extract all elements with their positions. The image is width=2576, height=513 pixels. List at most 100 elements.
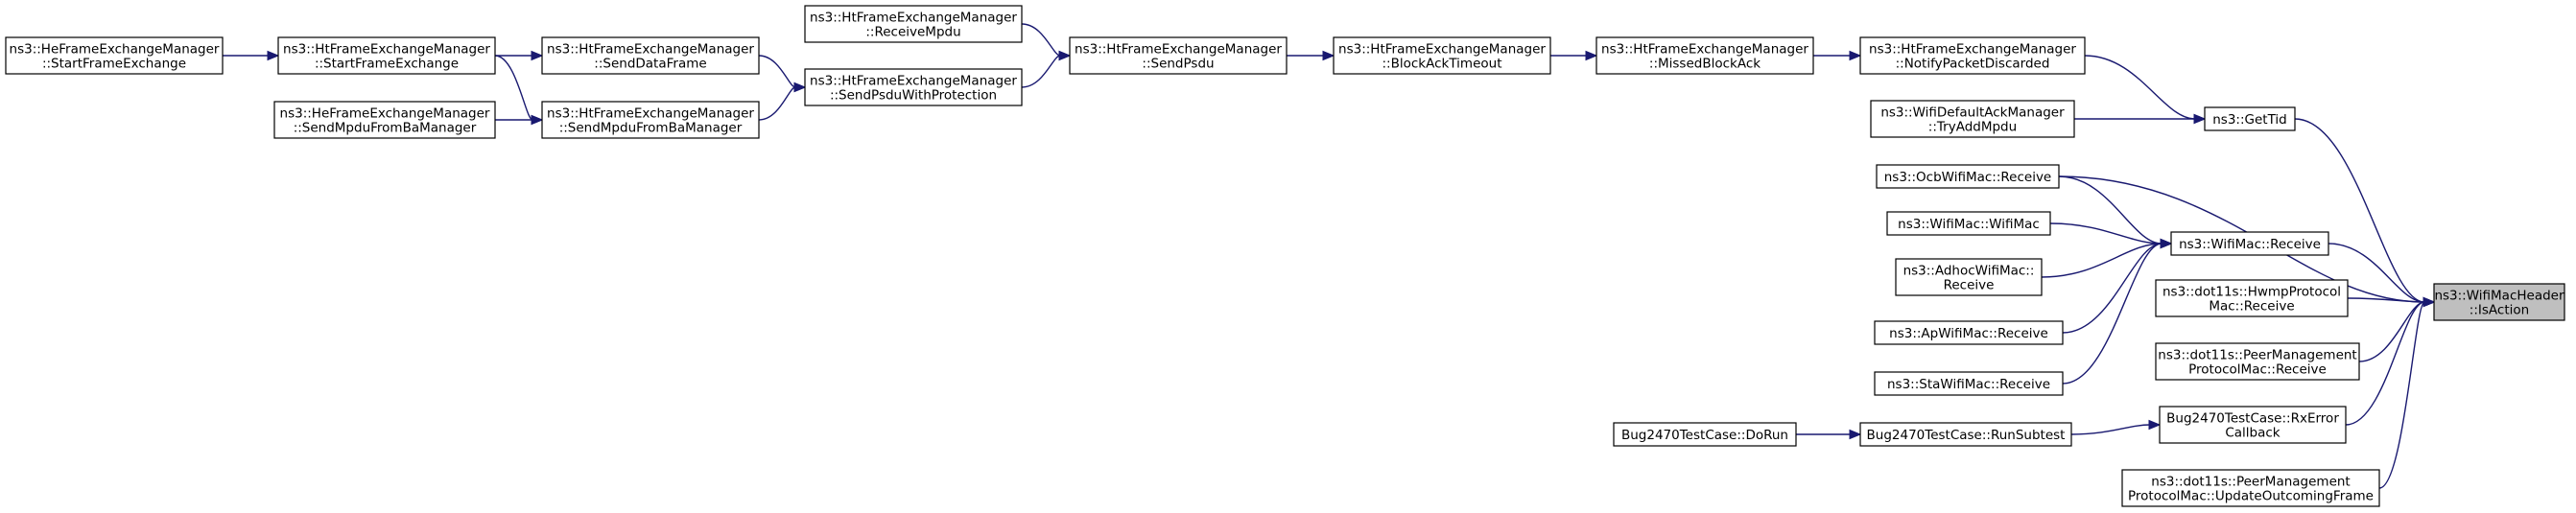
node-label: Bug2470TestCase::DoRun bbox=[1621, 428, 1788, 443]
node-label: ns3::WifiMac::Receive bbox=[2179, 237, 2321, 252]
node-label: ns3::HtFrameExchangeManager bbox=[283, 42, 490, 58]
edge-line bbox=[494, 55, 533, 121]
node-sendmpduba[interactable]: ns3::HtFrameExchangeManager::SendMpduFro… bbox=[541, 101, 760, 139]
node-label: ::SendPsdu bbox=[1142, 57, 1214, 72]
node-box bbox=[1859, 36, 2086, 75]
node-missed[interactable]: ns3::HtFrameExchangeManager::MissedBlock… bbox=[1595, 36, 1814, 75]
node-box bbox=[2204, 106, 2296, 131]
node-box bbox=[1876, 164, 2060, 189]
node-label: ::SendMpduFromBaManager bbox=[559, 121, 743, 136]
node-isaction[interactable]: ns3::WifiMacHeader::IsAction bbox=[2433, 283, 2565, 321]
node-label: ns3::HeFrameExchangeManager bbox=[280, 106, 490, 122]
node-sendpsduprot[interactable]: ns3::HtFrameExchangeManager::SendPsduWit… bbox=[804, 68, 1023, 106]
node-box bbox=[2121, 469, 2380, 507]
node-label: Receive bbox=[1944, 278, 1995, 293]
node-box bbox=[1069, 36, 1288, 75]
node-box bbox=[2159, 406, 2347, 444]
node-hestart[interactable]: ns3::HeFrameExchangeManager::StartFrameE… bbox=[5, 36, 224, 75]
edge-line bbox=[2378, 301, 2425, 489]
node-label: ::NotifyPacketDiscarded bbox=[1896, 57, 2050, 72]
node-label: ns3::WifiDefaultAckManager bbox=[1880, 105, 2065, 121]
node-box bbox=[541, 101, 760, 139]
node-box bbox=[1895, 258, 2043, 296]
node-label: ns3::dot11s::HwmpProtocol bbox=[2162, 285, 2341, 300]
node-mac_receive[interactable]: ns3::WifiMac::Receive bbox=[2170, 231, 2329, 256]
edge-line bbox=[1021, 23, 1061, 57]
edge-gettid-to-isaction bbox=[2294, 118, 2436, 308]
node-runsubtest[interactable]: Bug2470TestCase::RunSubtest bbox=[1859, 422, 2072, 447]
edge-arrowhead bbox=[1058, 50, 1072, 61]
node-dorun[interactable]: Bug2470TestCase::DoRun bbox=[1613, 422, 1797, 447]
node-ocb[interactable]: ns3::OcbWifiMac::Receive bbox=[1876, 164, 2060, 189]
node-box bbox=[804, 68, 1023, 106]
node-label: ::SendMpduFromBaManager bbox=[294, 121, 477, 136]
node-box bbox=[1859, 422, 2072, 447]
node-label: ns3::HeFrameExchangeManager bbox=[10, 42, 220, 58]
node-label: ProtocolMac::UpdateOutcomingFrame bbox=[2128, 489, 2374, 504]
edge-dorun-to-runsubtest bbox=[1796, 429, 1862, 440]
node-box bbox=[2170, 231, 2329, 256]
node-label: Callback bbox=[2225, 426, 2280, 441]
edge-line bbox=[2070, 424, 2151, 435]
node-box bbox=[273, 101, 496, 139]
edge-line bbox=[758, 55, 796, 88]
node-gettid[interactable]: ns3::GetTid bbox=[2204, 106, 2296, 131]
node-sendpsdu[interactable]: ns3::HtFrameExchangeManager::SendPsdu bbox=[1069, 36, 1288, 75]
node-label: ns3::dot11s::PeerManagement bbox=[2151, 475, 2350, 490]
node-notify[interactable]: ns3::HtFrameExchangeManager::NotifyPacke… bbox=[1859, 36, 2086, 75]
node-senddata[interactable]: ns3::HtFrameExchangeManager::SendDataFra… bbox=[541, 36, 760, 75]
node-peer_update[interactable]: ns3::dot11s::PeerManagementProtocolMac::… bbox=[2121, 469, 2380, 507]
node-box bbox=[1870, 100, 2075, 138]
node-label: ns3::OcbWifiMac::Receive bbox=[1884, 170, 2052, 185]
node-receivempdu[interactable]: ns3::HtFrameExchangeManager::ReceiveMpdu bbox=[804, 5, 1023, 43]
node-adhoc[interactable]: ns3::AdhocWifiMac::Receive bbox=[1895, 258, 2043, 296]
edge-arrowhead bbox=[2160, 238, 2173, 249]
nodes-layer: ns3::WifiMacHeader::IsActionns3::GetTidn… bbox=[5, 5, 2565, 507]
edge-line bbox=[1021, 55, 1061, 88]
node-label: ns3::HtFrameExchangeManager bbox=[547, 106, 754, 122]
node-label: Mac::Receive bbox=[2209, 299, 2294, 315]
node-box bbox=[1595, 36, 1814, 75]
node-peer_recv[interactable]: ns3::dot11s::PeerManagementProtocolMac::… bbox=[2155, 342, 2360, 381]
edge-arrowhead bbox=[1849, 429, 1862, 440]
edges-layer bbox=[223, 23, 2436, 489]
node-box bbox=[5, 36, 224, 75]
edge-tryadd-to-gettid bbox=[2074, 113, 2207, 125]
node-label: ::SendPsduWithProtection bbox=[830, 88, 997, 104]
edge-arrowhead bbox=[793, 82, 807, 93]
node-label: ns3::dot11s::PeerManagement bbox=[2158, 348, 2356, 363]
edge-runsubtest-to-rxerror bbox=[2070, 419, 2162, 435]
node-hesendmpdu[interactable]: ns3::HeFrameExchangeManager::SendMpduFro… bbox=[273, 101, 496, 139]
edge-sendmpduba-to-sendpsduprot bbox=[758, 82, 807, 121]
node-label: ns3::GetTid bbox=[2212, 112, 2287, 128]
edge-line bbox=[2294, 118, 2425, 303]
node-wifimac[interactable]: ns3::WifiMac::WifiMac bbox=[1886, 211, 2051, 236]
edge-line bbox=[2084, 55, 2196, 120]
node-tryadd[interactable]: ns3::WifiDefaultAckManager::TryAddMpdu bbox=[1870, 100, 2075, 138]
node-batimeout[interactable]: ns3::HtFrameExchangeManager::BlockAckTim… bbox=[1333, 36, 1551, 75]
node-label: ns3::HtFrameExchangeManager bbox=[1075, 42, 1282, 58]
node-ap[interactable]: ns3::ApWifiMac::Receive bbox=[1874, 320, 2064, 345]
node-label: Bug2470TestCase::RxError bbox=[2166, 411, 2339, 427]
node-box bbox=[2155, 279, 2349, 317]
node-label: Bug2470TestCase::RunSubtest bbox=[1867, 428, 2066, 443]
edge-batimeout-to-missed bbox=[1550, 50, 1598, 61]
node-sta[interactable]: ns3::StaWifiMac::Receive bbox=[1874, 371, 2064, 396]
edge-arrowhead bbox=[531, 50, 544, 61]
node-box bbox=[1613, 422, 1797, 447]
node-label: ns3::WifiMac::WifiMac bbox=[1898, 217, 2040, 232]
node-label: ns3::HtFrameExchangeManager bbox=[810, 11, 1017, 26]
edge-missed-to-notify bbox=[1813, 50, 1862, 61]
node-box bbox=[2155, 342, 2360, 381]
edge-notify-to-gettid bbox=[2084, 55, 2207, 125]
edge-line bbox=[2049, 222, 2162, 245]
node-htstart[interactable]: ns3::HtFrameExchangeManager::StartFrameE… bbox=[277, 36, 496, 75]
node-box bbox=[1874, 371, 2064, 396]
edge-ocb-to-mac_receive bbox=[2058, 175, 2173, 249]
edge-sendpsduprot-to-sendpsdu bbox=[1021, 50, 1072, 88]
edge-adhoc-to-mac_receive bbox=[2041, 238, 2173, 278]
edge-htstart-to-sendmpduba bbox=[494, 55, 544, 126]
